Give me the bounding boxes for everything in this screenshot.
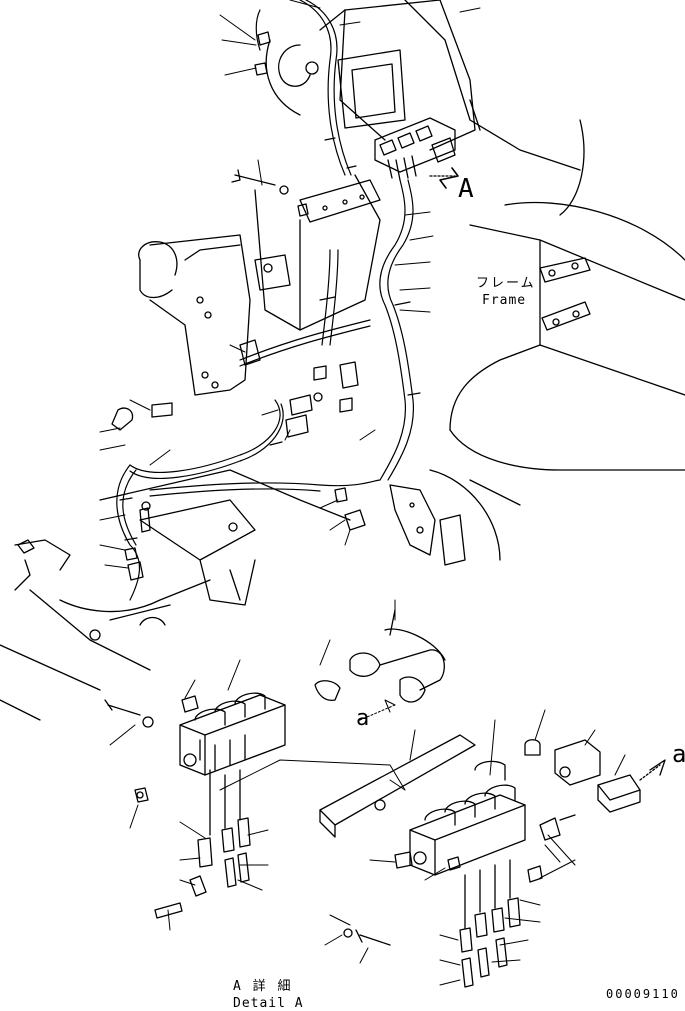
wiring-harness <box>116 0 421 601</box>
small-fittings <box>17 31 366 641</box>
upper-valve-block <box>374 117 459 189</box>
leader-lines-upper <box>99 0 481 569</box>
detail-marker-left: a <box>356 706 370 731</box>
drawing-code: 00009110 <box>606 987 680 1001</box>
frame-label-english: Frame <box>482 293 527 308</box>
view-marker-label: A <box>458 174 474 204</box>
frame-label-japanese: フレーム <box>476 276 536 291</box>
detail-title-english: Detail A <box>233 996 304 1011</box>
leader-lines-detail <box>109 599 626 986</box>
frame-outline <box>0 0 685 721</box>
detail-marker-right: a <box>672 740 685 768</box>
detail-valve-left <box>104 609 446 919</box>
detail-valve-right <box>319 734 666 988</box>
detail-title-japanese: A 詳 細 <box>233 979 293 994</box>
